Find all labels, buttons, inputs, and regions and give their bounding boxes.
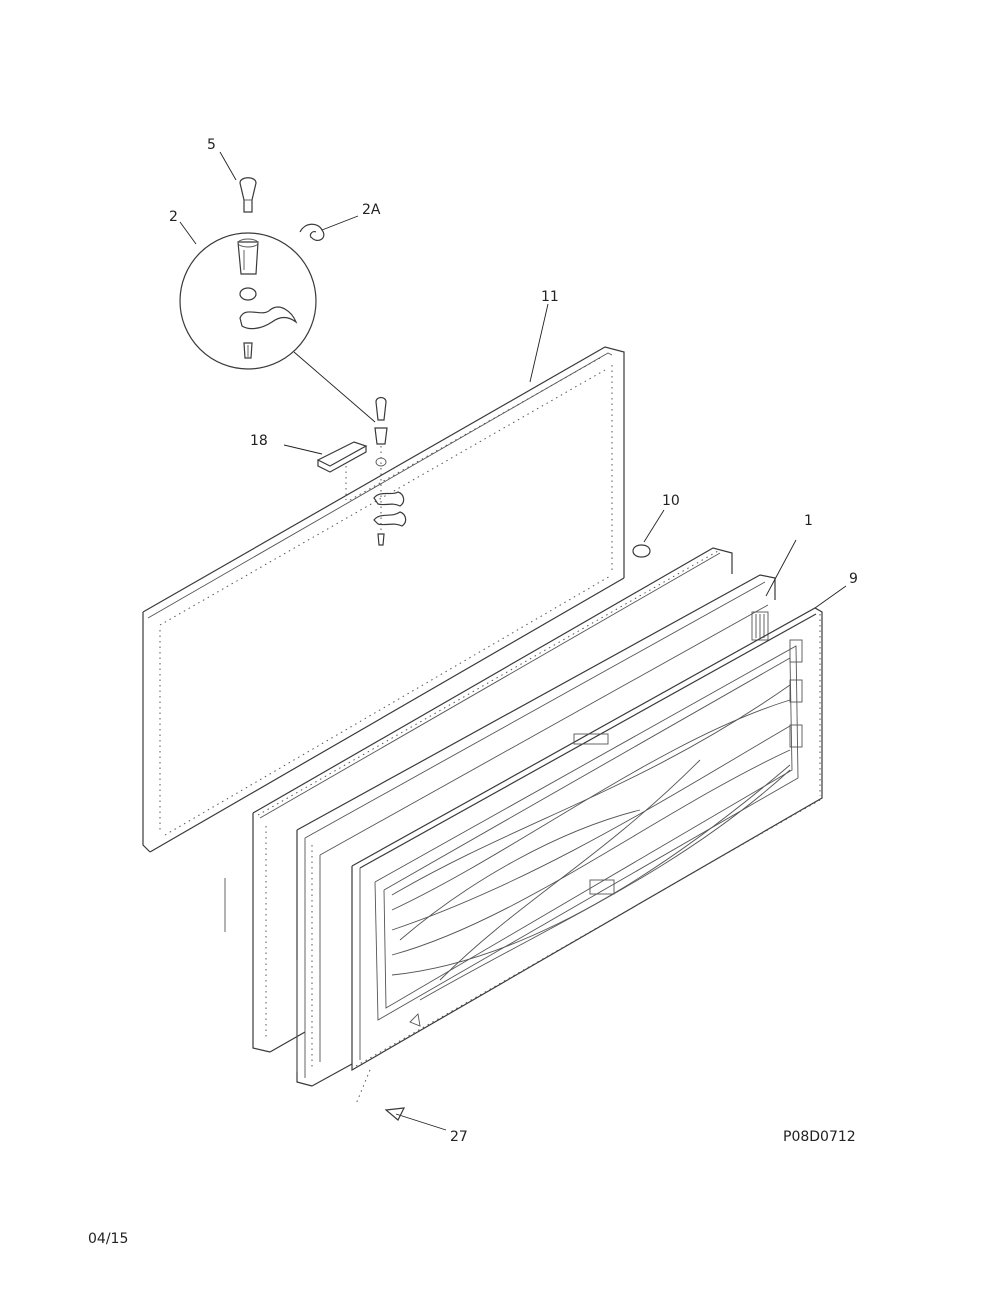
hinge-detail-bubble [179, 232, 376, 423]
screw-pointer [355, 1069, 447, 1131]
callout-9: 9 [849, 571, 858, 587]
callout-10: 10 [662, 493, 680, 509]
lid-bracket [283, 441, 368, 500]
callout-2: 2 [169, 209, 178, 225]
door-gasket-frame [224, 539, 797, 1087]
callout-5: 5 [207, 137, 216, 153]
callout-11: 11 [541, 289, 559, 305]
inner-door-liner [351, 585, 847, 1072]
hinge-pin [239, 177, 257, 213]
lid-panel [142, 346, 625, 853]
plug-button [632, 509, 665, 558]
leader-5 [219, 151, 237, 181]
date-code: 04/15 [88, 1231, 128, 1247]
leader-2 [179, 221, 197, 245]
callout-27: 27 [450, 1129, 468, 1145]
hinge-clip [299, 215, 359, 242]
callout-2a: 2A [362, 202, 381, 218]
callout-18: 18 [250, 433, 268, 449]
outer-door-panel [252, 547, 733, 1053]
part-number-label: P08D0712 [783, 1129, 856, 1145]
leader-11 [529, 303, 549, 383]
callout-1: 1 [804, 513, 813, 529]
lid-hinge-stack [373, 396, 407, 546]
